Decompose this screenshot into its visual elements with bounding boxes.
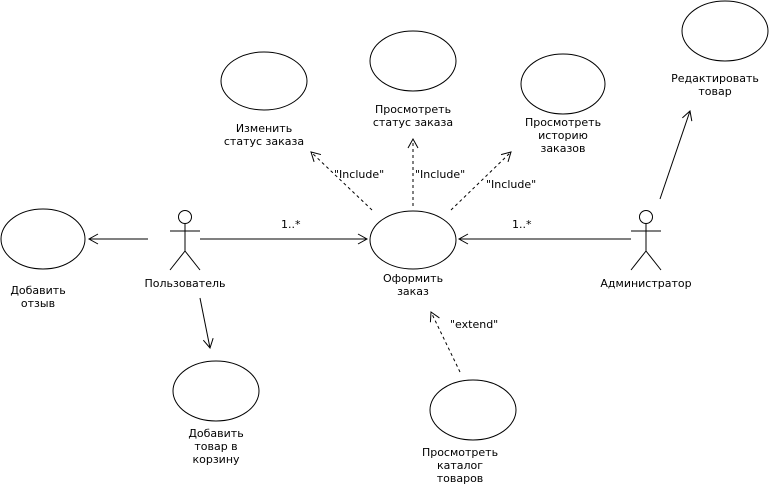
use-case-add-to-cart-ellipse[interactable] (172, 360, 260, 422)
actor-admin-label: Администратор (600, 277, 692, 290)
use-case-view-catalog-ellipse[interactable] (429, 379, 517, 441)
include-label-view-status: "Include" (415, 168, 466, 181)
use-case-add-to-cart-label: Добавить товар в корзину (188, 427, 244, 466)
multiplicity-admin: 1..* (512, 218, 532, 231)
include-arrow-view-history[interactable] (450, 151, 512, 211)
actor-user-label: Пользователь (144, 277, 226, 290)
use-case-view-history-ellipse[interactable] (520, 53, 606, 115)
use-case-add-review-ellipse[interactable] (0, 208, 86, 270)
use-case-edit-product-ellipse[interactable] (681, 0, 769, 62)
actor-admin-figure[interactable] (630, 210, 662, 271)
use-case-view-status-label: Просмотреть статус заказа (372, 103, 454, 129)
use-case-checkout-ellipse[interactable] (369, 210, 457, 270)
include-label-view-history: "Include" (486, 178, 537, 191)
include-arrow-change-status[interactable] (310, 151, 373, 211)
use-case-checkout-label: Оформить заказ (382, 272, 444, 298)
use-case-add-review-label: Добавить отзыв (10, 284, 66, 310)
use-case-change-status-ellipse[interactable] (220, 51, 308, 111)
use-case-change-status-label: Изменить статус заказа (223, 122, 305, 148)
include-label-change-status: "Include" (334, 168, 385, 181)
extend-arrow-view-catalog[interactable] (429, 311, 461, 373)
use-case-view-status-ellipse[interactable] (369, 30, 457, 92)
use-case-view-history-label: Просмотреть историю заказов (524, 116, 602, 155)
association-user-add-to-cart[interactable] (199, 297, 214, 350)
multiplicity-user: 1..* (281, 218, 301, 231)
use-case-view-catalog-label: Просмотреть каталог товаров (421, 446, 499, 485)
association-admin-edit-product[interactable] (659, 110, 693, 200)
extend-label: "extend" (450, 318, 499, 331)
actor-user-figure[interactable] (169, 210, 201, 271)
use-case-edit-product-label: Редактировать товар (671, 72, 759, 98)
